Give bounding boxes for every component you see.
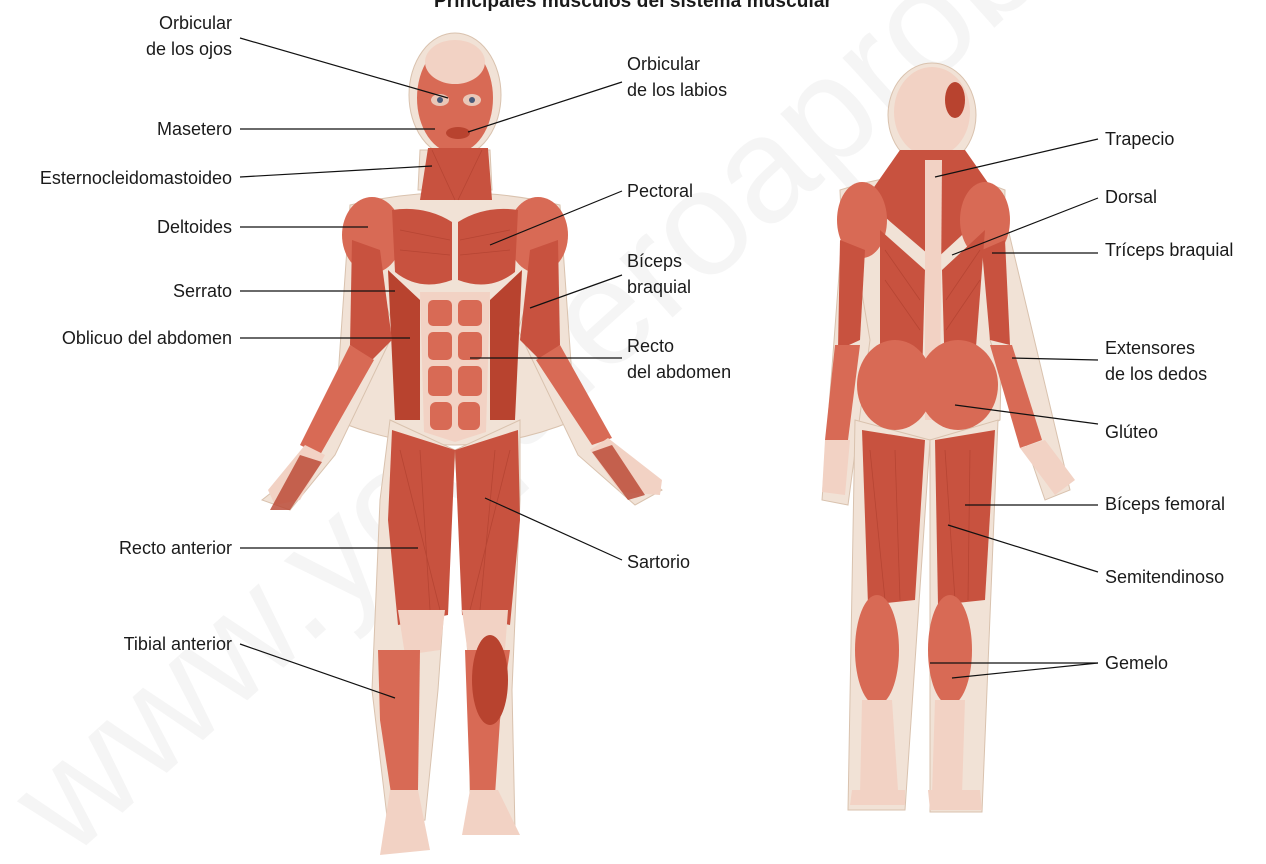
- label-tibial-anterior: Tibial anterior: [124, 631, 232, 657]
- label-recto-abdomen: Recto del abdomen: [627, 333, 731, 385]
- label-gemelo: Gemelo: [1105, 650, 1168, 676]
- label-extensores-dedos: Extensores de los dedos: [1105, 335, 1207, 387]
- label-triceps-braquial: Tríceps braquial: [1105, 237, 1233, 263]
- label-orbicular-labios: Orbicular de los labios: [627, 51, 727, 103]
- label-biceps-femoral: Bíceps femoral: [1105, 491, 1225, 517]
- label-biceps-braquial: Bíceps braquial: [627, 248, 691, 300]
- label-oblicuo-abdomen: Oblicuo del abdomen: [62, 325, 232, 351]
- label-dorsal: Dorsal: [1105, 184, 1157, 210]
- label-pectoral: Pectoral: [627, 178, 693, 204]
- label-trapecio: Trapecio: [1105, 126, 1174, 152]
- label-semitendinoso: Semitendinoso: [1105, 564, 1224, 590]
- label-masetero: Masetero: [157, 116, 232, 142]
- label-sartorio: Sartorio: [627, 549, 690, 575]
- label-esternocleidomastoideo: Esternocleidomastoideo: [40, 165, 232, 191]
- label-gluteo: Glúteo: [1105, 419, 1158, 445]
- label-deltoides: Deltoides: [157, 214, 232, 240]
- label-orbicular-ojos: Orbicular de los ojos: [146, 10, 232, 62]
- front-figure: [262, 33, 662, 855]
- label-serrato: Serrato: [173, 278, 232, 304]
- leader-esternocleidomastoideo: [240, 166, 432, 177]
- label-recto-anterior: Recto anterior: [119, 535, 232, 561]
